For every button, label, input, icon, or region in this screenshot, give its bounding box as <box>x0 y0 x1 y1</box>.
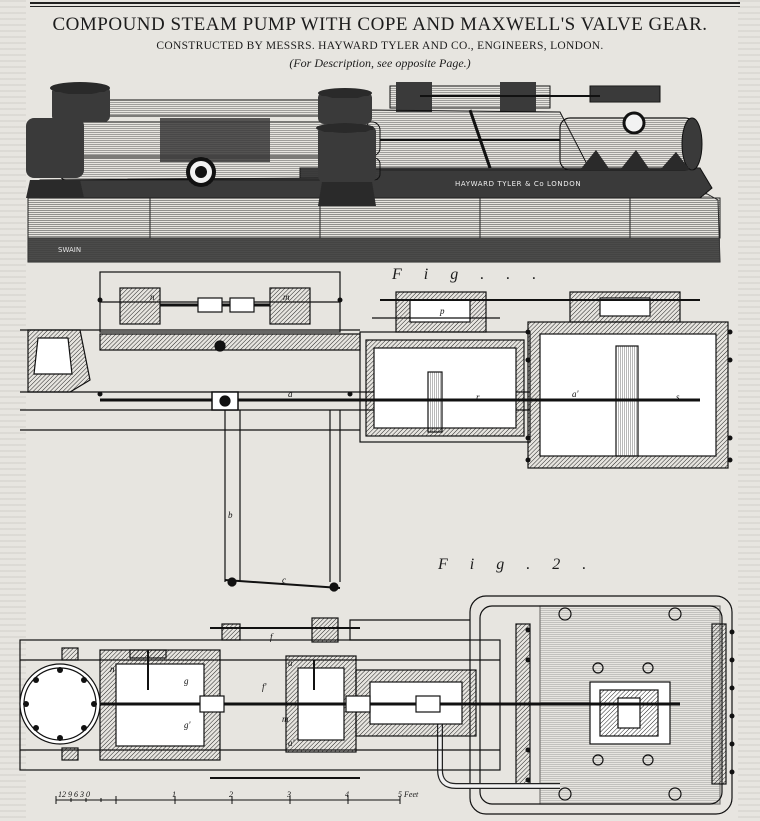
fig2-part-g-prime: g' <box>184 720 192 730</box>
fig1-part-b: b <box>228 510 233 520</box>
fig2-part-g: g <box>184 676 189 686</box>
scale-mark-3: 3 <box>286 790 291 799</box>
fig1-part-r: r <box>476 392 480 402</box>
fig1-label: F i g . . . <box>392 266 546 283</box>
adjacent-page-text-right <box>738 0 760 821</box>
fig2-part-n: n <box>110 664 115 674</box>
fig1-part-a-prime: a' <box>572 389 580 399</box>
fig2-plan-view: n g g' f f' m a a' <box>19 595 735 815</box>
fig1-part-c: c <box>282 575 286 585</box>
fig2-part-m: m <box>282 714 289 724</box>
fig2-part-a: a <box>288 658 293 668</box>
page-subtitle: CONSTRUCTED BY MESSRS. HAYWARD TYLER AND… <box>156 40 604 52</box>
scale-mark-4: 4 <box>345 790 349 799</box>
scale-unit: 5 Feet <box>398 790 419 799</box>
fig1-part-p: p <box>439 306 445 316</box>
fig2-label: F i g . 2 . <box>438 556 596 573</box>
fig2-part-f-prime: f' <box>262 682 268 692</box>
engraver-signature: SWAIN <box>58 246 81 254</box>
maker-plate: HAYWARD TYLER & Co LONDON <box>455 180 581 188</box>
fig1-sectional-elevation: n m a b c r s p a' <box>20 271 733 592</box>
fig2-part-f: f <box>270 632 274 642</box>
scale-mark-2: 2 <box>229 790 233 799</box>
scale-bar <box>55 796 401 804</box>
top-rule <box>30 2 740 4</box>
pump-perspective-engraving: HAYWARD TYLER & Co LONDON SWAIN <box>26 82 721 263</box>
top-rule-thin <box>30 6 740 7</box>
scale-mark-1: 1 <box>172 790 176 799</box>
fig1-part-m: m <box>283 292 290 302</box>
fig1-part-s: s <box>676 392 680 402</box>
page-title: COMPOUND STEAM PUMP WITH COPE AND MAXWEL… <box>52 14 708 35</box>
fig1-part-a: a <box>288 389 293 399</box>
fig1-part-n: n <box>150 292 155 302</box>
fig2-part-a-prime: a' <box>288 738 296 748</box>
description-note: (For Description, see opposite Page.) <box>289 56 471 70</box>
scale-left-ticks: 12 9 6 3 0 <box>58 790 90 799</box>
